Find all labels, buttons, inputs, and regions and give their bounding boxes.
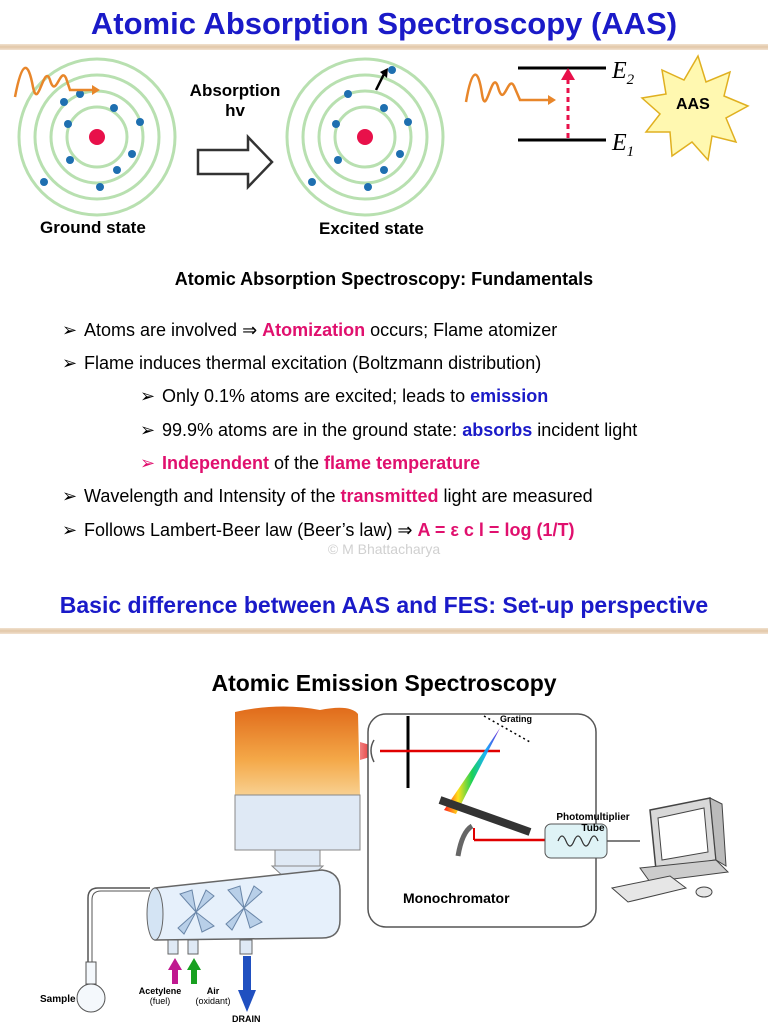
- monochromator-box: [367, 713, 597, 928]
- mirror-bar: [438, 796, 532, 836]
- photomultiplier-label-line1: Photomultiplier: [556, 812, 630, 823]
- e1-subscript: 1: [626, 143, 635, 160]
- bullet-absorbs: ➢ 99.9% atoms are in the ground state: ab…: [140, 420, 637, 441]
- atom-diagram: [13, 54, 750, 217]
- bullet-text: light are measured: [438, 486, 593, 506]
- air-label-line2: (oxidant): [195, 996, 231, 1006]
- bullet-marker: ➢: [62, 486, 78, 506]
- section-divider: [0, 628, 768, 634]
- excited-state-label: Excited state: [319, 219, 424, 238]
- focusing-mirror: [455, 823, 474, 857]
- dispersed-spectrum: [444, 728, 500, 814]
- bullet-marker: ➢: [62, 320, 78, 340]
- ground-state-label: Ground state: [40, 218, 146, 237]
- bullet-highlight: Atomization: [262, 320, 366, 340]
- nebulizer-chamber: [146, 869, 341, 955]
- air-label: Air (oxidant): [188, 986, 238, 1006]
- bullet-atomization: ➢ Atoms are involved ⇒ Atomization occurs…: [62, 320, 557, 341]
- bullet-marker: ➢: [140, 386, 156, 406]
- absorption-arrow: [196, 133, 274, 191]
- acetylene-arrow: [168, 958, 182, 984]
- acetylene-label-line2: (fuel): [149, 996, 171, 1006]
- e2-subscript: 2: [626, 71, 635, 88]
- watermark: © M Bhattacharya: [327, 541, 441, 557]
- e2-label: E2: [612, 58, 634, 89]
- e2-symbol: E: [612, 58, 627, 84]
- e1-label: E1: [612, 130, 634, 161]
- bullet-marker: ➢: [62, 353, 78, 373]
- energy-level-diagram: [464, 66, 606, 142]
- bullet-beers-law: ➢ Follows Lambert-Beer law (Beer’s law) ⇒…: [62, 520, 574, 541]
- bullet-highlight: emission: [470, 386, 549, 406]
- e1-symbol: E: [612, 130, 627, 156]
- flame: [235, 706, 360, 795]
- bullet-text: Only 0.1% atoms are excited; leads to: [162, 386, 471, 406]
- bullet-text: incident light: [532, 420, 638, 440]
- absorption-label: Absorption hv: [180, 81, 290, 121]
- bullet-highlight: Independent: [162, 453, 269, 473]
- bullet-highlight: absorbs: [462, 420, 533, 440]
- aes-diagram-title: Atomic Emission Spectroscopy: [211, 670, 557, 696]
- acetylene-label: Acetylene (fuel): [134, 986, 186, 1006]
- section-heading: Basic difference between AAS and FES: Se…: [59, 592, 709, 618]
- page-title: Atomic Absorption Spectroscopy (AAS): [90, 6, 678, 41]
- bullet-text: of the: [269, 453, 325, 473]
- bullet-highlight: flame temperature: [324, 453, 481, 473]
- sample-label: Sample: [40, 994, 76, 1005]
- sample-flask: [76, 961, 106, 1013]
- nucleus: [89, 129, 105, 145]
- bullet-highlight: transmitted: [340, 486, 439, 506]
- bullet-independent: ➢ Independent of the flame temperature: [140, 453, 480, 474]
- bullet-marker: ➢: [140, 453, 156, 473]
- photomultiplier-label-line2: Tube: [581, 823, 605, 834]
- bullet-thermal-excitation: ➢ Flame induces thermal excitation (Boltz…: [62, 353, 541, 374]
- photomultiplier-label: Photomultiplier Tube: [548, 812, 638, 834]
- bullet-marker: ➢: [62, 520, 78, 540]
- aas-burst-label: AAS: [676, 96, 710, 113]
- grating: [483, 715, 531, 743]
- bullet-marker: ➢: [140, 420, 156, 440]
- absorption-label-line1: Absorption: [189, 81, 281, 100]
- title-divider: [0, 44, 768, 50]
- aes-setup-diagram: [76, 706, 730, 1013]
- bullet-transmitted: ➢ Wavelength and Intensity of the transmi…: [62, 486, 593, 507]
- bullet-text: 99.9% atoms are in the ground state:: [162, 420, 463, 440]
- absorption-label-line2: hv: [225, 101, 245, 120]
- excited-state-atom: [285, 57, 445, 217]
- bullet-emission: ➢ Only 0.1% atoms are excited; leads to e…: [140, 386, 548, 407]
- aas-burst: [640, 54, 750, 162]
- bullet-highlight: A = ε c l = log (1/T): [417, 520, 575, 540]
- drain-label: DRAIN: [232, 1014, 261, 1024]
- air-arrow: [187, 958, 201, 984]
- acetylene-label-line1: Acetylene: [138, 986, 182, 996]
- fundamentals-heading: Atomic Absorption Spectroscopy: Fundamen…: [174, 269, 594, 289]
- incident-photon-wave: [13, 66, 92, 98]
- bullet-text: Atoms are involved ⇒: [84, 320, 263, 340]
- grating-label: Grating: [500, 714, 533, 724]
- bullet-text: occurs; Flame atomizer: [365, 320, 558, 340]
- bullet-text: Follows Lambert-Beer law (Beer’s law) ⇒: [84, 520, 418, 540]
- bullet-text: Flame induces thermal excitation (Boltzm…: [84, 353, 542, 373]
- ground-state-atom: [13, 57, 177, 217]
- monochromator-label: Monochromator: [403, 890, 510, 906]
- burner-head: [234, 794, 361, 851]
- bullet-text: Wavelength and Intensity of the: [84, 486, 341, 506]
- computer: [610, 797, 730, 903]
- drain-arrow: [238, 956, 256, 1012]
- air-label-line1: Air: [206, 986, 220, 996]
- nucleus: [357, 129, 373, 145]
